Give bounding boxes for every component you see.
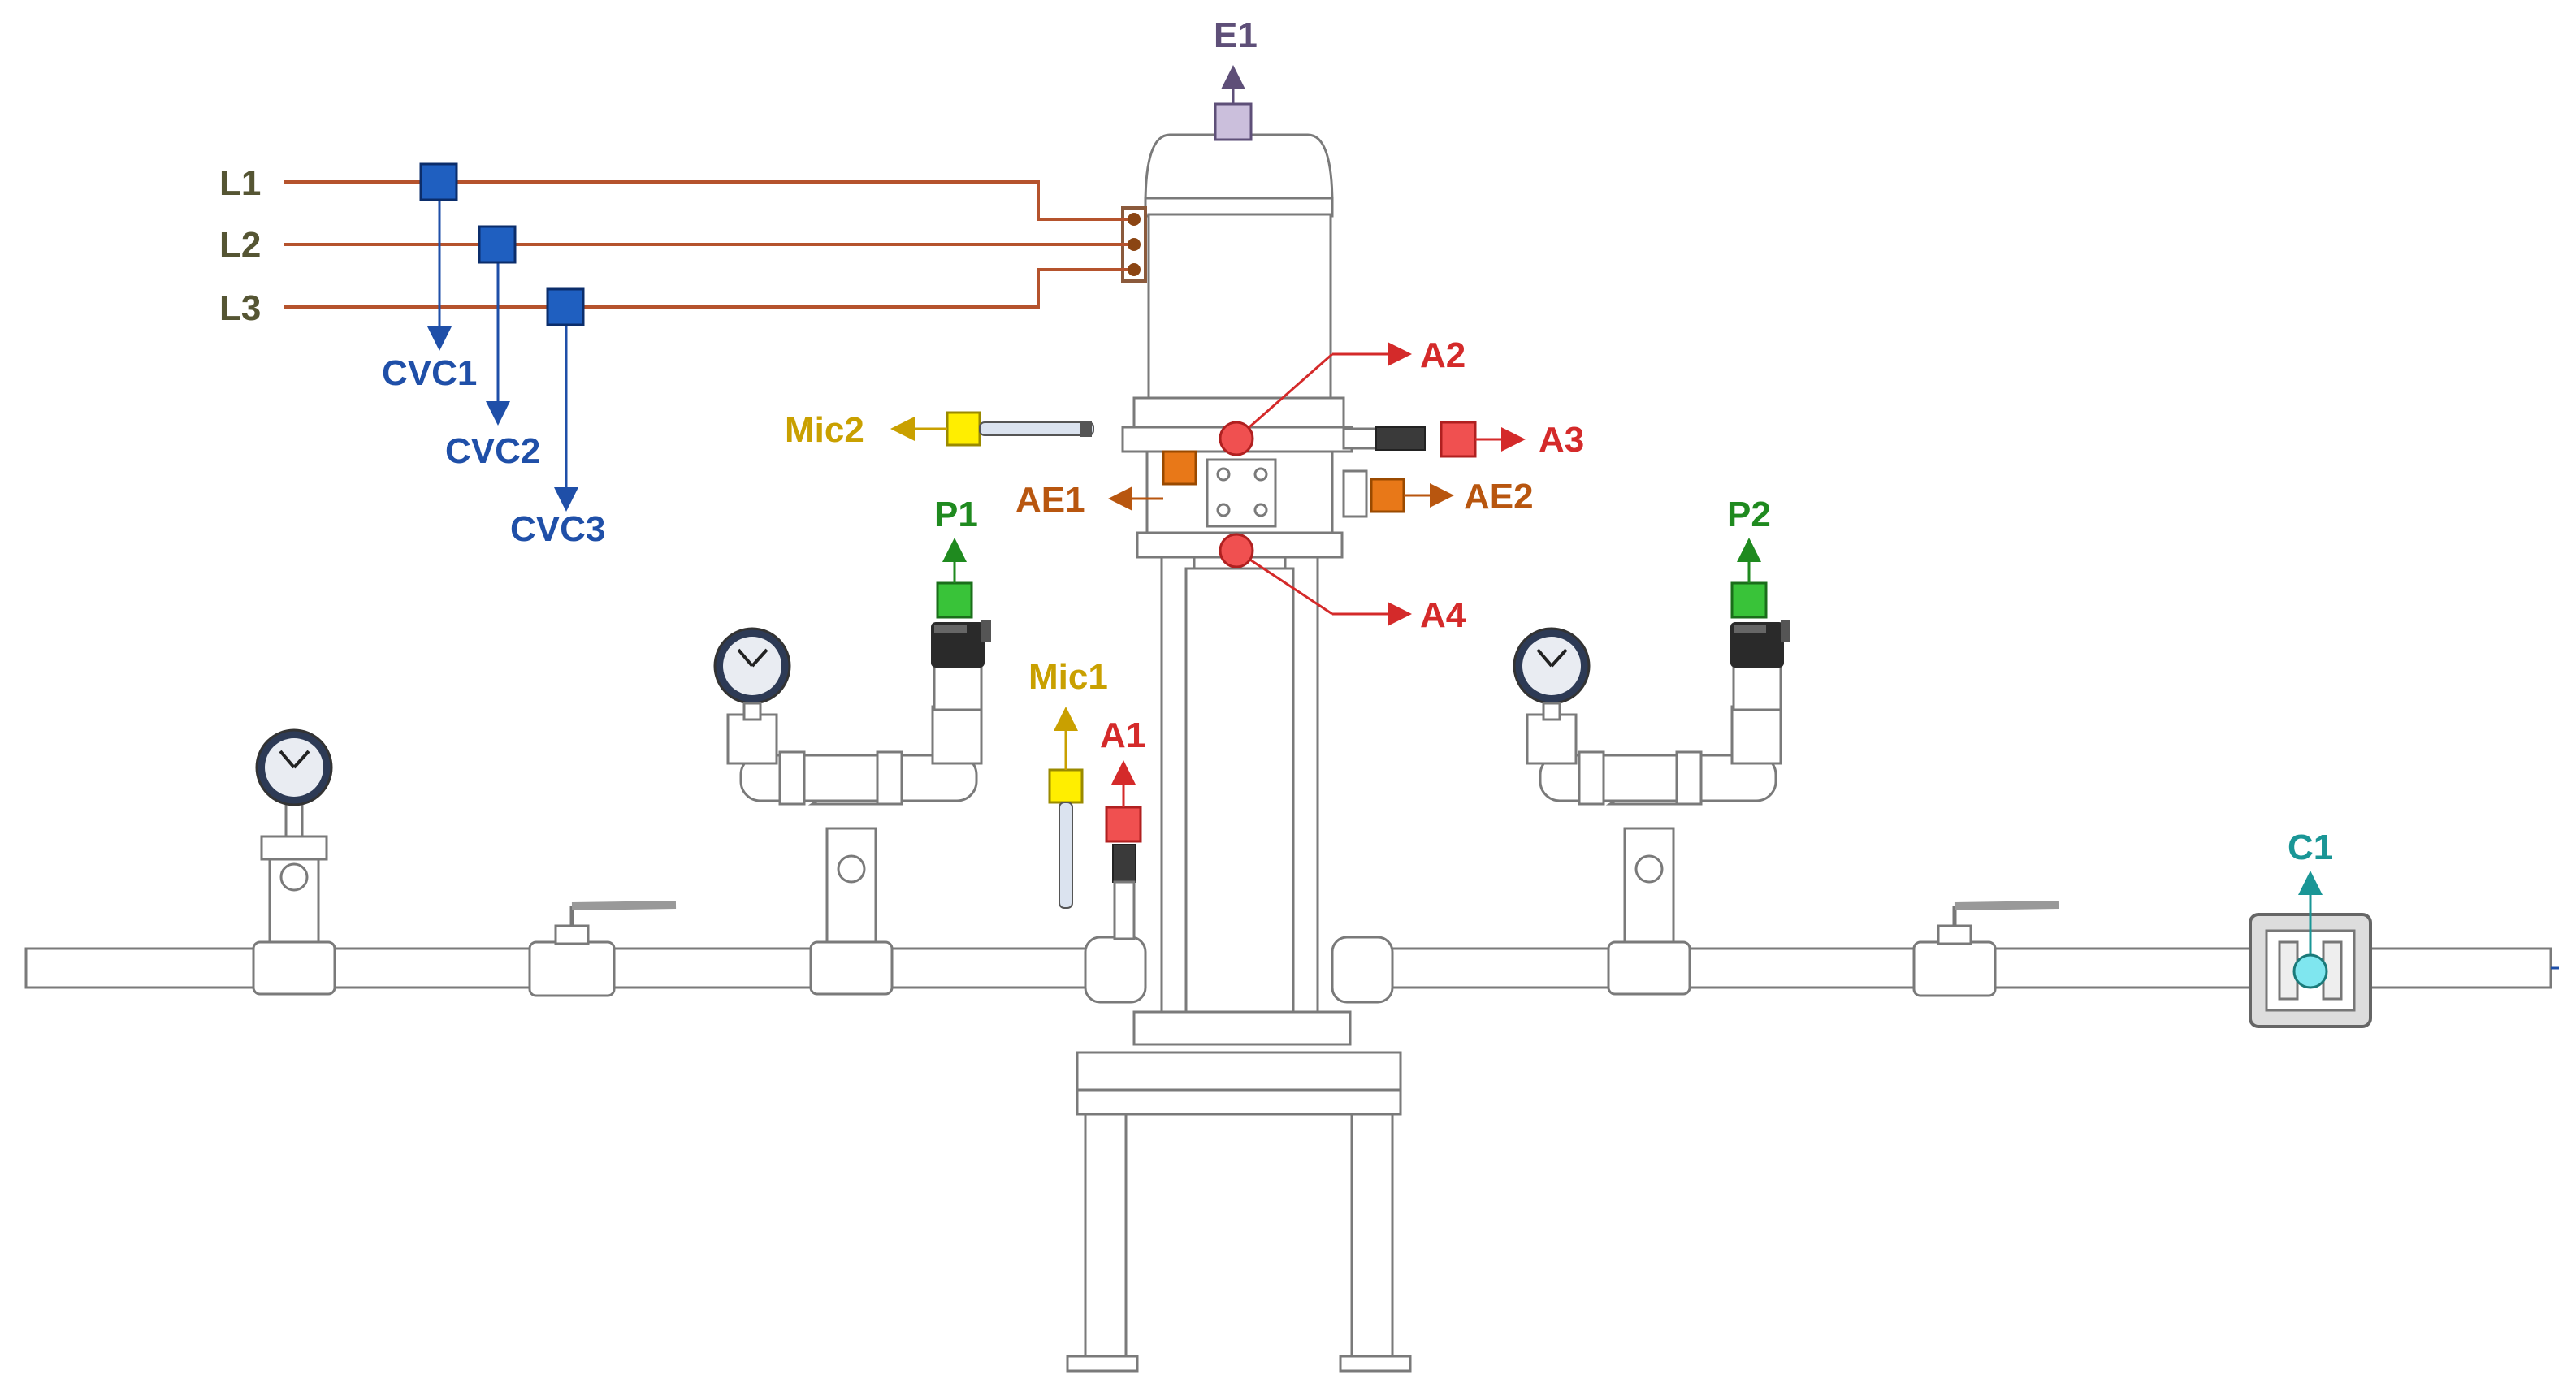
pressure-gauge-icon <box>713 627 791 721</box>
accelerometer-a3 <box>1440 421 1526 458</box>
ball-valve-icon <box>1912 901 2059 997</box>
microphone-mic1 <box>1048 707 1084 909</box>
c1-label: C1 <box>2288 828 2333 867</box>
phase-label-l3: L3 <box>219 288 261 328</box>
accelerometer-a4 <box>1219 533 1412 626</box>
accelerometer-a2 <box>1219 342 1412 456</box>
flow-sensor-c1 <box>2292 871 2328 989</box>
phase-label-l1: L1 <box>219 163 261 203</box>
outlet-tee-assembly <box>1526 705 1782 996</box>
microphone-mic2 <box>890 411 1094 447</box>
ae1-label: AE1 <box>1015 480 1085 520</box>
e1-label: E1 <box>1214 15 1258 55</box>
pressure-transducer-icon <box>1730 620 1790 711</box>
a3-label: A3 <box>1539 420 1584 460</box>
a4-label: A4 <box>1420 595 1466 635</box>
current-sensor-cvc3 <box>546 287 585 512</box>
a2-label: A2 <box>1420 335 1466 375</box>
phase-lines <box>284 180 1128 309</box>
microphone-icon <box>1059 802 1073 909</box>
needle-valve-icon <box>252 802 336 996</box>
phase-label-l2: L2 <box>219 225 261 265</box>
acoustic-emission-ae2 <box>1370 478 1454 513</box>
pressure-sensor-p2 <box>1730 538 1768 619</box>
ball-valve-icon <box>528 901 677 997</box>
microphone-icon <box>979 421 1094 436</box>
p2-label: P2 <box>1727 495 1771 534</box>
current-sensor-cvc2 <box>478 225 517 426</box>
cvc1-label: CVC1 <box>382 353 477 393</box>
inlet-tee-assembly <box>726 705 983 996</box>
pressure-sensor-p1 <box>936 538 973 619</box>
pressure-gauge-icon <box>255 728 333 806</box>
cvc2-label: CVC2 <box>445 431 540 471</box>
accelerometer-a1 <box>1105 760 1142 843</box>
a1-label: A1 <box>1100 715 1145 755</box>
p1-label: P1 <box>934 495 978 534</box>
acoustic-emission-ae1 <box>1108 450 1197 511</box>
mic2-label: Mic2 <box>785 410 864 450</box>
cvc3-label: CVC3 <box>510 509 605 549</box>
pressure-transducer-icon <box>931 620 991 711</box>
current-sensor-cvc1 <box>419 162 458 351</box>
encoder-e1 <box>1214 65 1253 141</box>
mic1-label: Mic1 <box>1028 657 1108 697</box>
pressure-gauge-icon <box>1513 627 1591 721</box>
pump-assembly <box>1066 133 1426 1373</box>
ae2-label: AE2 <box>1464 477 1534 517</box>
